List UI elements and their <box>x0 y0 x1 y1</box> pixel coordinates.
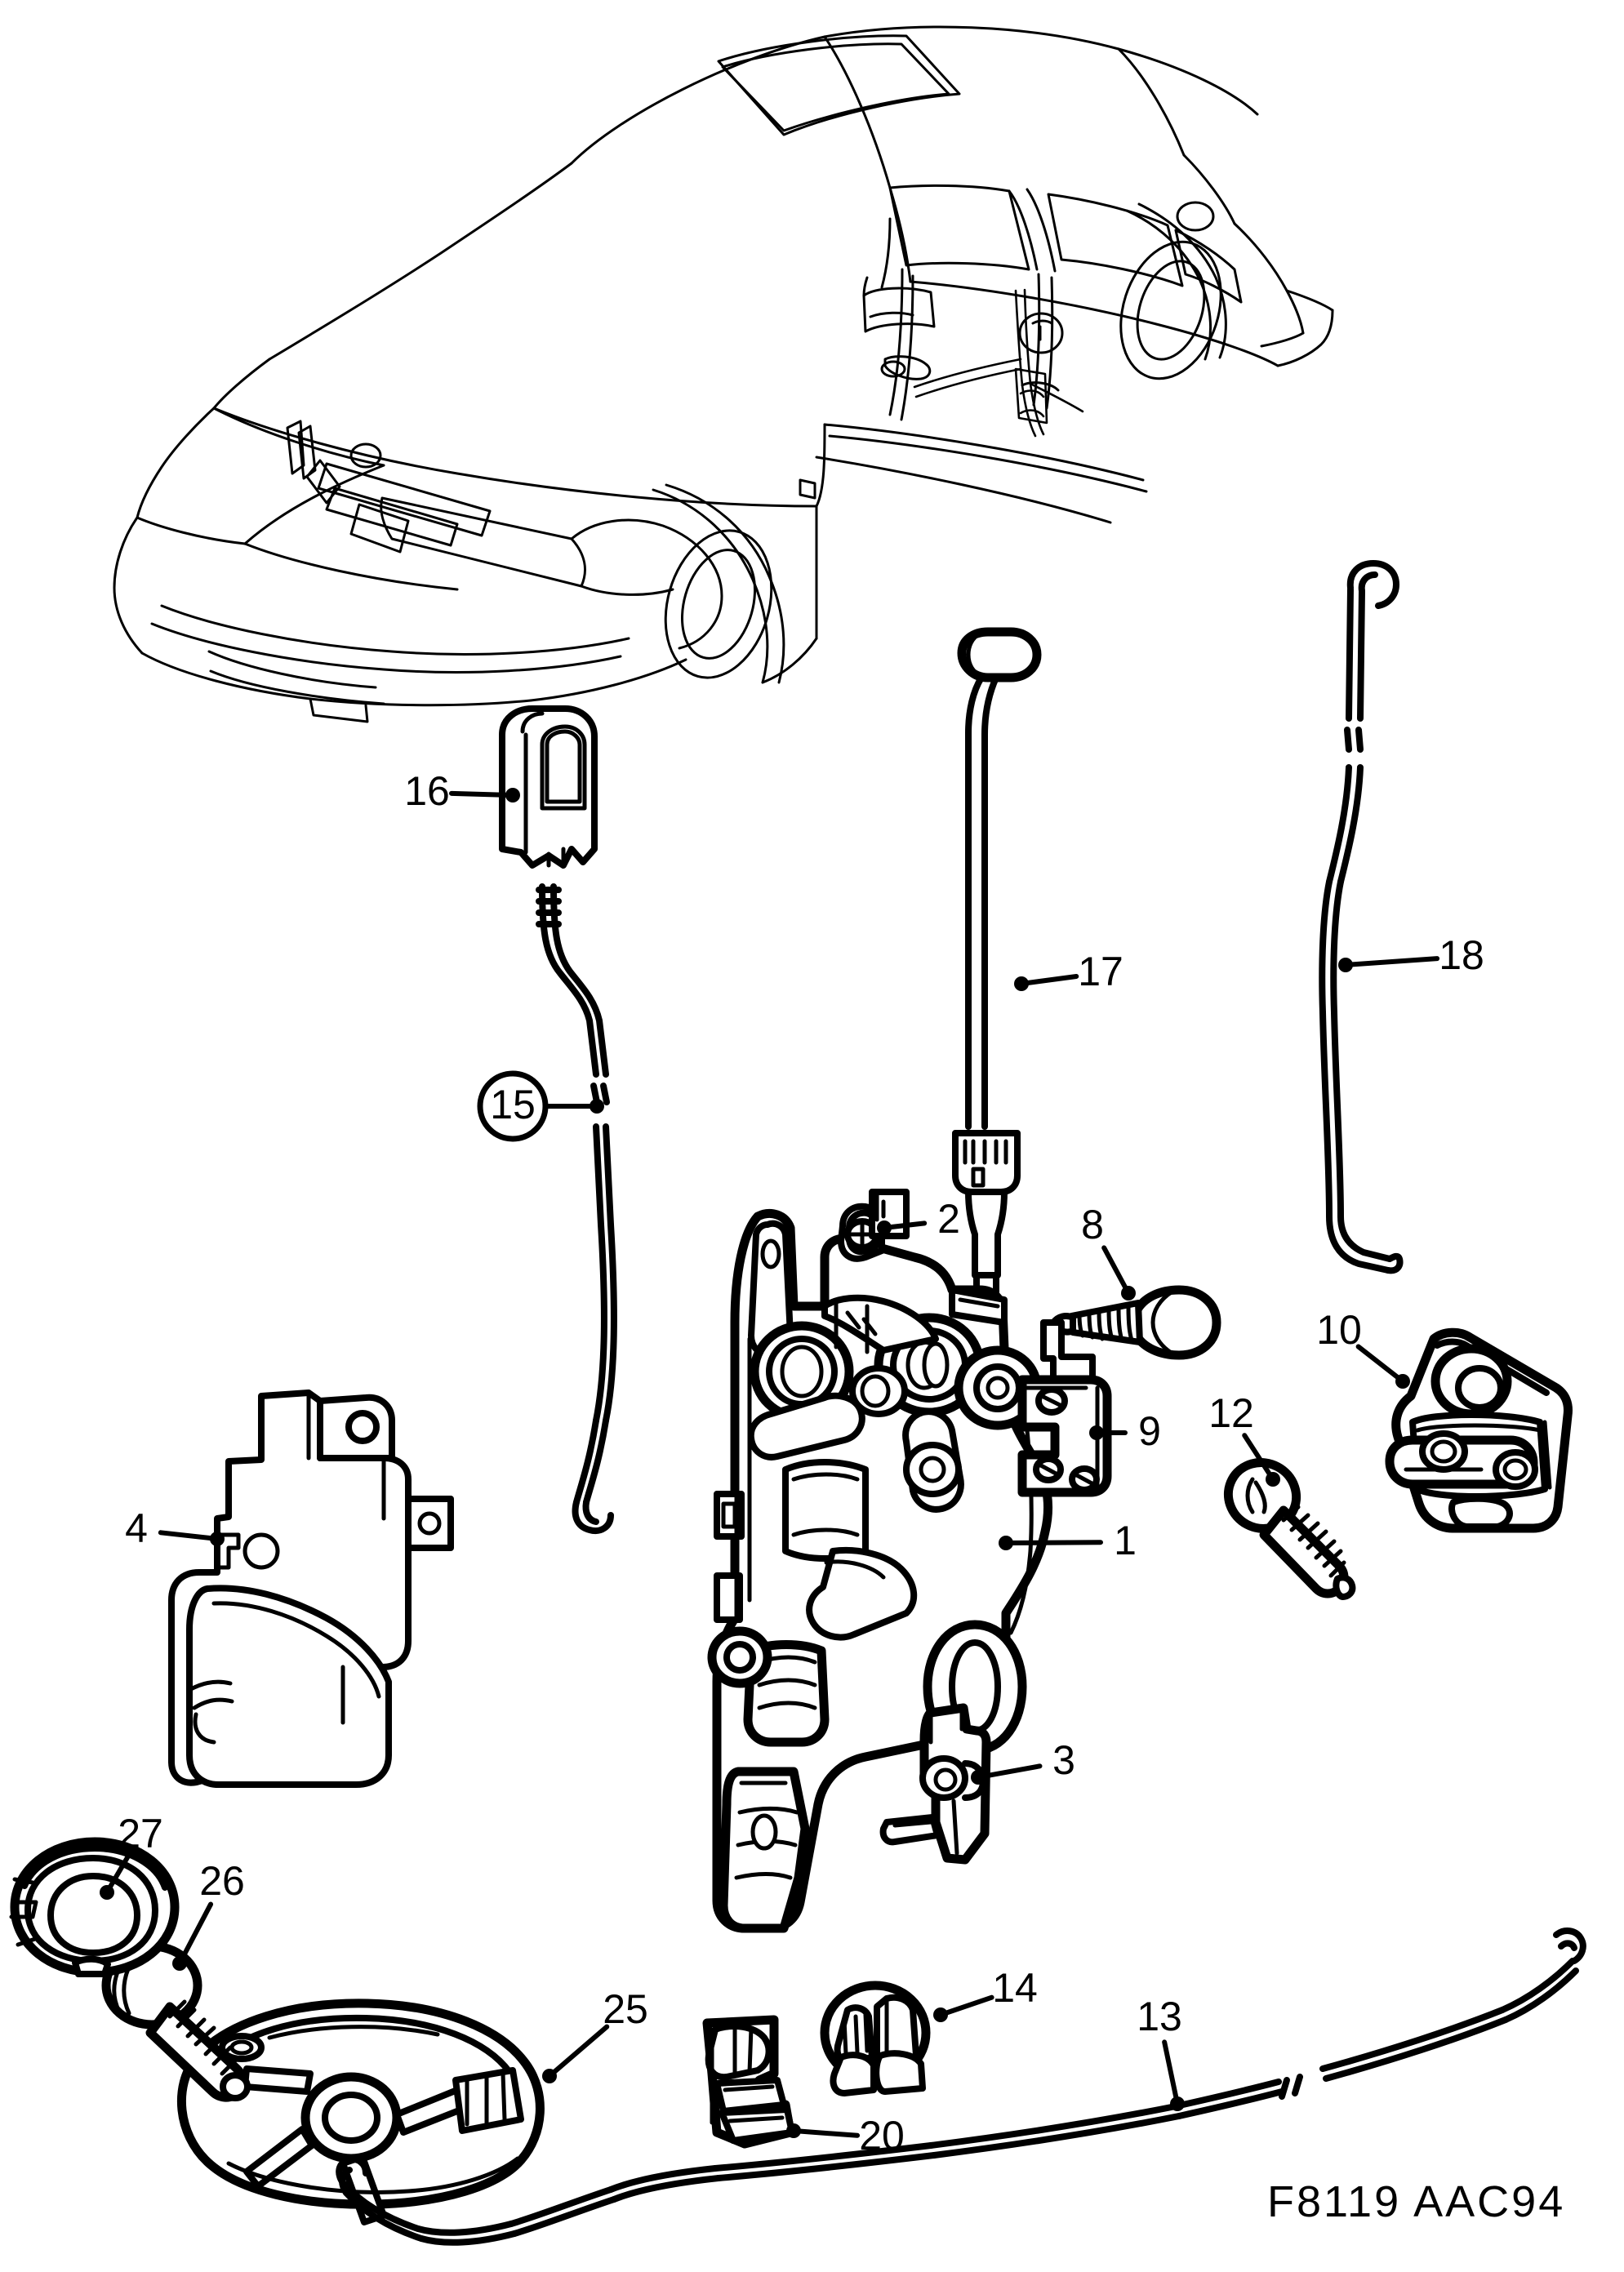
leader-dot <box>210 1532 225 1546</box>
leader-dot <box>999 1536 1013 1550</box>
leader-line <box>1020 973 1079 986</box>
callout-17: 17 <box>1014 949 1123 994</box>
callout-number: 25 <box>603 1986 648 2032</box>
leader-dot <box>1395 1374 1410 1389</box>
figure-code: F8119 AAC94 <box>1267 2177 1566 2226</box>
leader-dot <box>100 1885 114 1900</box>
callout-4: 4 <box>125 1505 225 1551</box>
leader-line <box>1162 2039 1180 2105</box>
leader-dot <box>542 2069 557 2083</box>
callout-8: 8 <box>1081 1202 1136 1301</box>
callout-number: 14 <box>992 1965 1038 2011</box>
callout-15: 15 <box>477 1070 604 1142</box>
callout-3: 3 <box>971 1737 1075 1785</box>
callout-number: 17 <box>1078 949 1123 994</box>
leader-dot <box>590 1099 604 1114</box>
callout-number: 18 <box>1439 932 1484 978</box>
callout-number: 27 <box>118 1811 163 1856</box>
callout-number: 12 <box>1208 1390 1254 1436</box>
callout-9: 9 <box>1089 1408 1161 1454</box>
leader-dot <box>172 1956 187 1971</box>
callout-number: 16 <box>404 768 450 814</box>
callout-13: 13 <box>1137 1994 1185 2111</box>
callout-number: 2 <box>937 1196 960 1242</box>
callout-1: 1 <box>999 1518 1137 1563</box>
leader-line <box>939 1994 994 2017</box>
leader-line <box>548 2024 610 2078</box>
leader-dot <box>505 788 520 803</box>
callout-number: 13 <box>1137 1994 1182 2039</box>
callout-number: 15 <box>490 1082 536 1127</box>
callout-number: 26 <box>199 1858 245 1904</box>
callout-18: 18 <box>1338 932 1484 978</box>
callout-10: 10 <box>1316 1307 1410 1389</box>
leader-dot <box>1014 976 1029 991</box>
callout-16: 16 <box>404 768 520 814</box>
leader-dot <box>786 2123 801 2138</box>
callout-20: 20 <box>786 2113 905 2159</box>
callout-12: 12 <box>1208 1390 1280 1487</box>
leader-line <box>1242 1433 1275 1481</box>
callout-2: 2 <box>877 1196 960 1242</box>
leader-dot <box>1121 1286 1136 1301</box>
leader-dot <box>1089 1425 1104 1440</box>
leader-line <box>158 1530 219 1541</box>
callout-number: 20 <box>859 2113 905 2159</box>
callout-27: 27 <box>100 1811 163 1900</box>
leader-line <box>1344 956 1440 967</box>
leader-line <box>448 790 514 798</box>
leader-line <box>977 1763 1043 1780</box>
leader-line <box>792 2128 861 2138</box>
callout-14: 14 <box>933 1965 1038 2022</box>
leader-dot <box>1170 2096 1185 2111</box>
callout-number: 3 <box>1052 1737 1075 1783</box>
callout-number: 1 <box>1114 1518 1137 1563</box>
callout-number: 9 <box>1138 1408 1161 1454</box>
callout-number: 8 <box>1081 1202 1104 1247</box>
callout-number: 4 <box>125 1505 148 1551</box>
leader-dot <box>971 1770 986 1785</box>
callout-number: 10 <box>1316 1307 1362 1353</box>
leader-line <box>177 1901 214 1965</box>
leader-line <box>1005 1540 1104 1545</box>
leader-dot <box>877 1220 892 1235</box>
leader-line <box>105 1853 131 1894</box>
leader-dot <box>933 2007 948 2022</box>
leader-line <box>1101 1245 1131 1295</box>
callout-25: 25 <box>542 1986 648 2083</box>
callout-26: 26 <box>172 1858 245 1971</box>
callout-ring <box>477 1070 549 1142</box>
leader-line <box>1355 1344 1404 1383</box>
leader-dot <box>1266 1472 1280 1487</box>
leader-line <box>883 1220 928 1230</box>
leader-dot <box>1338 958 1353 972</box>
